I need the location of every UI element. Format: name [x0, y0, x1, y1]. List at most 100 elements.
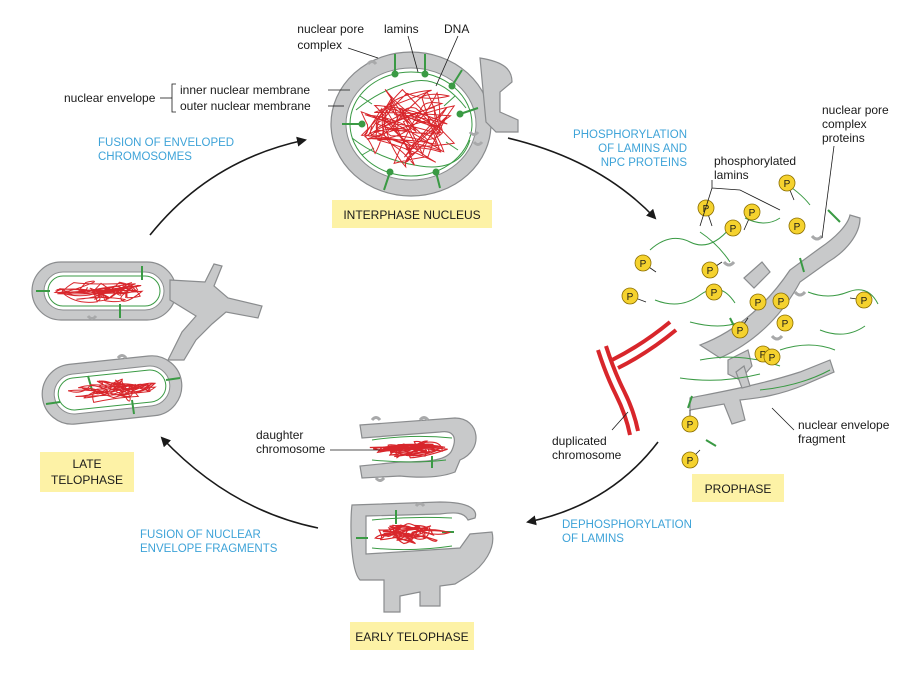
phosphate-label: P	[707, 266, 714, 277]
process-dephosphorylation-line-2: OF LAMINS	[562, 533, 624, 545]
phosphate-label: P	[687, 456, 694, 467]
interphase-box	[332, 200, 492, 228]
label-inner-nuclear-membrane: inner nuclear membrane	[180, 83, 311, 97]
label-phosphorylated-lamins-2: lamins	[714, 168, 749, 182]
phosphate-label: P	[640, 259, 647, 270]
label-lamins: lamins	[384, 22, 419, 36]
phosphate-label: P	[737, 326, 744, 337]
early-telophase-envelope-lower	[350, 501, 494, 613]
early-telophase-box	[350, 622, 474, 650]
phosphate-circle	[772, 292, 790, 310]
label-duplicated-chromosome-1: duplicated	[552, 434, 607, 448]
early-telophase-lamins	[371, 435, 453, 551]
phosphate-label: P	[627, 292, 634, 303]
late-telophase	[31, 261, 263, 425]
early-telophase-gaps	[370, 416, 430, 508]
phosphate-circle	[724, 219, 742, 237]
late-telophase-box	[40, 452, 134, 492]
phosphate-circle	[634, 254, 652, 272]
phosphate-label: P	[711, 288, 718, 299]
phosphate-circle	[731, 321, 749, 339]
phosphate-circle	[778, 174, 796, 192]
phosphate-circle	[749, 293, 767, 311]
late-telophase-lumen-lower	[53, 365, 171, 415]
process-fusion-fragments-line-2: ENVELOPE FRAGMENTS	[140, 543, 278, 555]
label-nuclear-pore-complex-2: complex	[297, 38, 342, 52]
stage-boxes: INTERPHASE NUCLEUS PROPHASE EARLY TELOPH…	[40, 200, 784, 650]
prophase-envelope-fragments	[689, 214, 861, 425]
label-outer-nuclear-membrane: outer nuclear membrane	[180, 99, 311, 113]
interphase-pores	[342, 54, 479, 191]
daughter-chromosome-lower	[374, 523, 452, 545]
label-daughter-chromosome-1: daughter	[256, 428, 304, 442]
late-telophase-pores	[36, 266, 181, 415]
phosphate-circle	[855, 291, 873, 309]
chromatin-strand	[360, 88, 456, 169]
phosphate-label: P	[730, 224, 737, 235]
prophase-box	[692, 474, 784, 502]
process-fusion-chromosomes-line-1: FUSION OF ENVELOPED	[98, 137, 235, 149]
leader-lines	[160, 35, 835, 451]
cycle-arrows	[149, 136, 659, 529]
prophase-box-text: PROPHASE	[705, 482, 772, 496]
late-telophase-box-text-2: TELOPHASE	[51, 473, 123, 487]
chromatin-strand	[374, 523, 452, 545]
label-nuclear-envelope: nuclear envelope	[64, 91, 156, 105]
label-npc-proteins-2: complex	[822, 117, 867, 131]
phosphate-circle	[681, 415, 699, 433]
interphase-gaps	[366, 60, 484, 146]
label-daughter-chromosome-2: chromosome	[256, 442, 326, 456]
phosphate-label: P	[778, 297, 785, 308]
duplicated-chromosome	[596, 320, 678, 436]
phosphate-label: P	[861, 296, 868, 307]
phosphate-circle	[681, 451, 699, 469]
early-telophase	[350, 416, 494, 613]
phosphate-label: P	[760, 350, 767, 361]
phosphate-label: P	[687, 420, 694, 431]
phosphate-circle	[788, 217, 806, 235]
process-phosphorylation-line-1: PHOSPHORYLATION	[573, 129, 687, 141]
phosphate-circle	[705, 283, 723, 301]
label-npc-proteins-3: proteins	[822, 131, 865, 145]
interphase-box-text: INTERPHASE NUCLEUS	[343, 208, 480, 222]
interphase-chromatin	[360, 88, 456, 169]
prophase-npc-pieces	[722, 234, 824, 341]
phosphate-circle	[776, 314, 794, 332]
process-phosphorylation-line-3: NPC PROTEINS	[600, 157, 687, 169]
process-fusion-chromosomes-line-2: CHROMOSOMES	[98, 151, 192, 163]
label-phosphorylated-lamins-1: phosphorylated	[714, 154, 797, 168]
phosphate-circle	[763, 348, 781, 366]
daughter-chromosome-upper	[369, 440, 448, 459]
arrow-interphase-to-prophase	[507, 137, 657, 220]
chromatin-strand	[369, 440, 448, 459]
process-dephosphorylation-line-1: DEPHOSPHORYLATION	[562, 519, 692, 531]
phosphate-label: P	[755, 298, 762, 309]
phosphate-label: P	[782, 319, 789, 330]
late-telophase-gaps	[86, 314, 128, 360]
process-fusion-fragments-line-1: FUSION OF NUCLEAR	[140, 529, 261, 541]
phosphate-label: P	[794, 222, 801, 233]
phosphate-circle	[621, 287, 639, 305]
label-dna: DNA	[444, 22, 470, 36]
label-duplicated-chromosome-2: chromosome	[552, 448, 622, 462]
process-phosphorylation-line-2: OF LAMINS AND	[598, 143, 687, 155]
arrow-prophase-to-early-telophase	[526, 441, 659, 526]
phosphate-label: P	[784, 179, 791, 190]
phosphate-label: P	[703, 204, 710, 215]
early-telophase-box-text: EARLY TELOPHASE	[355, 630, 468, 644]
label-nuclear-envelope-fragment-2: fragment	[798, 432, 846, 446]
arrow-late-telophase-to-interphase	[149, 136, 307, 236]
late-telophase-box-text-1: LATE	[72, 457, 101, 471]
late-telophase-chromatin-upper	[53, 280, 144, 303]
early-telophase-envelope-upper	[359, 417, 477, 479]
arrow-early-to-late-telophase	[160, 436, 319, 529]
label-nuclear-envelope-fragment-1: nuclear envelope	[798, 418, 890, 432]
label-npc-proteins-1: nuclear pore	[822, 103, 889, 117]
phosphate-circle	[743, 203, 761, 221]
label-nuclear-pore-complex-1: nuclear pore	[297, 22, 364, 36]
phosphate-circle	[701, 261, 719, 279]
phosphate-label: P	[749, 208, 756, 219]
